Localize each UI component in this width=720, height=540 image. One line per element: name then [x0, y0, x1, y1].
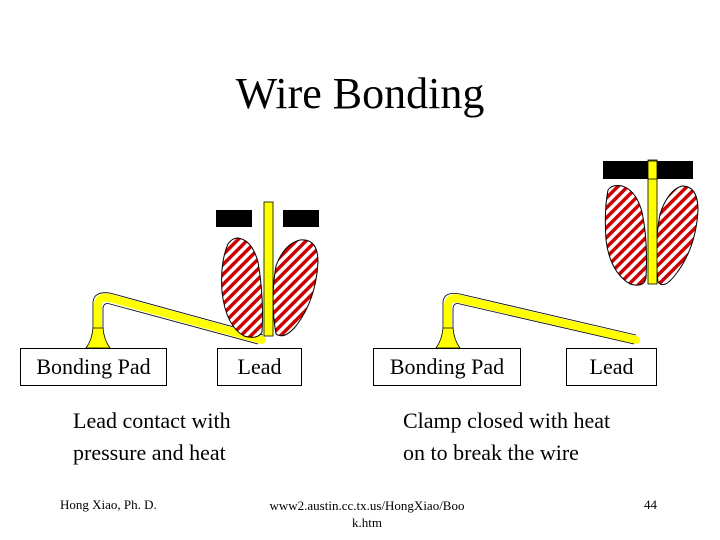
footer-url-line-1: www2.austin.cc.tx.us/HongXiao/Boo	[269, 498, 465, 513]
right-clamp-wire-gap	[647, 160, 658, 180]
left-caption-line-1: Lead contact with	[73, 408, 231, 433]
right-caption: Clamp closed with heat on to break the w…	[403, 405, 610, 469]
slide-title: Wire Bonding	[235, 69, 485, 118]
left-capillary-left-half	[221, 237, 263, 338]
left-feed-wire	[263, 201, 274, 337]
right-capillary-left-half	[604, 185, 647, 286]
left-clamp-left	[216, 210, 252, 227]
right-bond-wire	[444, 294, 640, 344]
left-lead-label: Lead	[217, 348, 302, 386]
footer-url-line-2: k.htm	[352, 515, 382, 530]
left-capillary-right-half	[272, 239, 319, 337]
right-caption-line-2: on to break the wire	[403, 440, 579, 465]
left-bonding-pad-label: Bonding Pad	[20, 348, 167, 386]
left-caption-line-2: pressure and heat	[73, 440, 226, 465]
right-bond-wire-outline	[442, 292, 637, 345]
footer-page-number: 44	[644, 497, 657, 512]
right-capillary-right-half	[655, 185, 699, 286]
footer-author: Hong Xiao, Ph. D.	[60, 497, 157, 512]
left-bond-wire-outline	[92, 292, 264, 345]
right-caption-line-1: Clamp closed with heat	[403, 408, 611, 433]
right-ball-bond	[435, 327, 461, 349]
left-bond-wire	[94, 293, 266, 344]
left-caption: Lead contact with pressure and heat	[73, 405, 231, 469]
footer-url: www2.austin.cc.tx.us/HongXiao/Boo k.htm	[252, 497, 482, 531]
right-lead-label: Lead	[566, 348, 657, 386]
right-feed-wire	[647, 159, 658, 285]
right-bonding-pad-label: Bonding Pad	[373, 348, 521, 386]
left-clamp-right	[283, 210, 319, 227]
left-ball-bond	[85, 327, 111, 349]
left-bonding-stage	[85, 201, 319, 349]
right-break-stage	[435, 159, 699, 349]
